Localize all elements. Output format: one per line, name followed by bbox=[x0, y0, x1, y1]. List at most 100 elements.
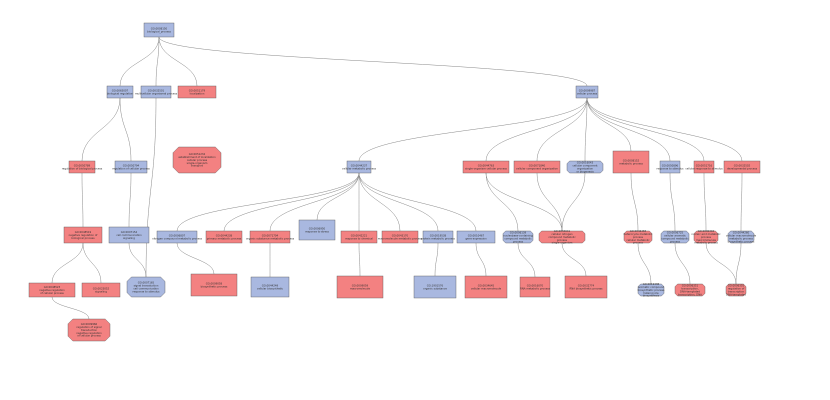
node-label-line: macromolecule metabolic process bbox=[378, 236, 423, 240]
node-label-line: GO:0044249 bbox=[262, 283, 279, 287]
edge-n_b-n_l bbox=[145, 97, 157, 278]
node-label-line: nitrogen compound metabolic process bbox=[152, 236, 202, 240]
node-shape bbox=[126, 276, 166, 298]
edge-n_ag-n_ar bbox=[674, 242, 691, 285]
node-label-line: GO:1901576 bbox=[427, 283, 444, 287]
node-label-line: single-organism bbox=[552, 241, 573, 245]
node-shape bbox=[502, 230, 534, 244]
edge-n_n-n_ab bbox=[358, 172, 439, 232]
node-shape bbox=[190, 273, 238, 297]
node-label-line: GO:0032774 bbox=[578, 283, 595, 287]
edge-n_a-n_f bbox=[119, 97, 132, 162]
node-label-line: process bbox=[557, 239, 568, 242]
edge-n_n-n_y bbox=[316, 172, 360, 221]
edge-n_h-n_j bbox=[51, 242, 84, 284]
node-label-line: transport bbox=[191, 164, 203, 168]
go-term-node[interactable]: GO:0006351transcription,DNA-templatedtra… bbox=[674, 283, 706, 297]
node-label-line: GO:0046483 bbox=[630, 229, 647, 233]
node-shape bbox=[637, 283, 665, 297]
node-label-line: GO:0071704 bbox=[262, 233, 279, 237]
node-label-line: of cellular process bbox=[40, 291, 64, 295]
edge-n_z-n_al bbox=[358, 242, 361, 277]
node-shape bbox=[564, 275, 608, 299]
edge-layer bbox=[51, 36, 743, 320]
node-label-line: GO:0008150 bbox=[151, 26, 168, 30]
node-shape bbox=[462, 160, 510, 174]
node-label-line: single-organism cellular process bbox=[465, 166, 507, 170]
edge-n_h-n_k bbox=[82, 242, 102, 284]
node-label-line: cellular macromolecule bbox=[726, 233, 757, 237]
node-shape bbox=[674, 283, 706, 297]
node-label-line: metabolic process bbox=[729, 236, 753, 240]
node-label-line: GO:0009059 bbox=[352, 283, 369, 287]
node-label-line: macromolecule bbox=[350, 286, 370, 290]
node-shape bbox=[249, 230, 291, 244]
node-label-line: GO:0019538 bbox=[430, 233, 447, 237]
go-term-node[interactable]: GO:0006139nucleobase-containingcompound … bbox=[502, 230, 534, 244]
node-label-line: biosynthetic process bbox=[638, 288, 665, 292]
node-shape bbox=[346, 160, 372, 174]
node-shape bbox=[464, 275, 508, 299]
node-label-line: GO:0010467 bbox=[468, 233, 485, 237]
node-label-line: establishment of localization bbox=[178, 155, 216, 159]
node-shape bbox=[659, 160, 681, 174]
node-label-line: response to stimulus bbox=[656, 166, 684, 170]
node-label-line: cellular macromolecule bbox=[471, 286, 502, 290]
node-shape bbox=[519, 276, 551, 298]
node-label-line: RNA biosynthetic process bbox=[569, 286, 603, 290]
node-label-line: cellular response to stimulus bbox=[685, 166, 723, 170]
node-label-line: aromatic compound bbox=[638, 285, 664, 289]
edge-n_p-n_ae bbox=[536, 172, 563, 232]
node-label-line: biosynthesis bbox=[643, 294, 660, 298]
edge-n_ae-n_ap bbox=[561, 242, 587, 277]
node-shape bbox=[156, 230, 198, 244]
edge-n_o-n_ad bbox=[485, 172, 519, 232]
edge-n_d-n_p bbox=[536, 97, 588, 162]
